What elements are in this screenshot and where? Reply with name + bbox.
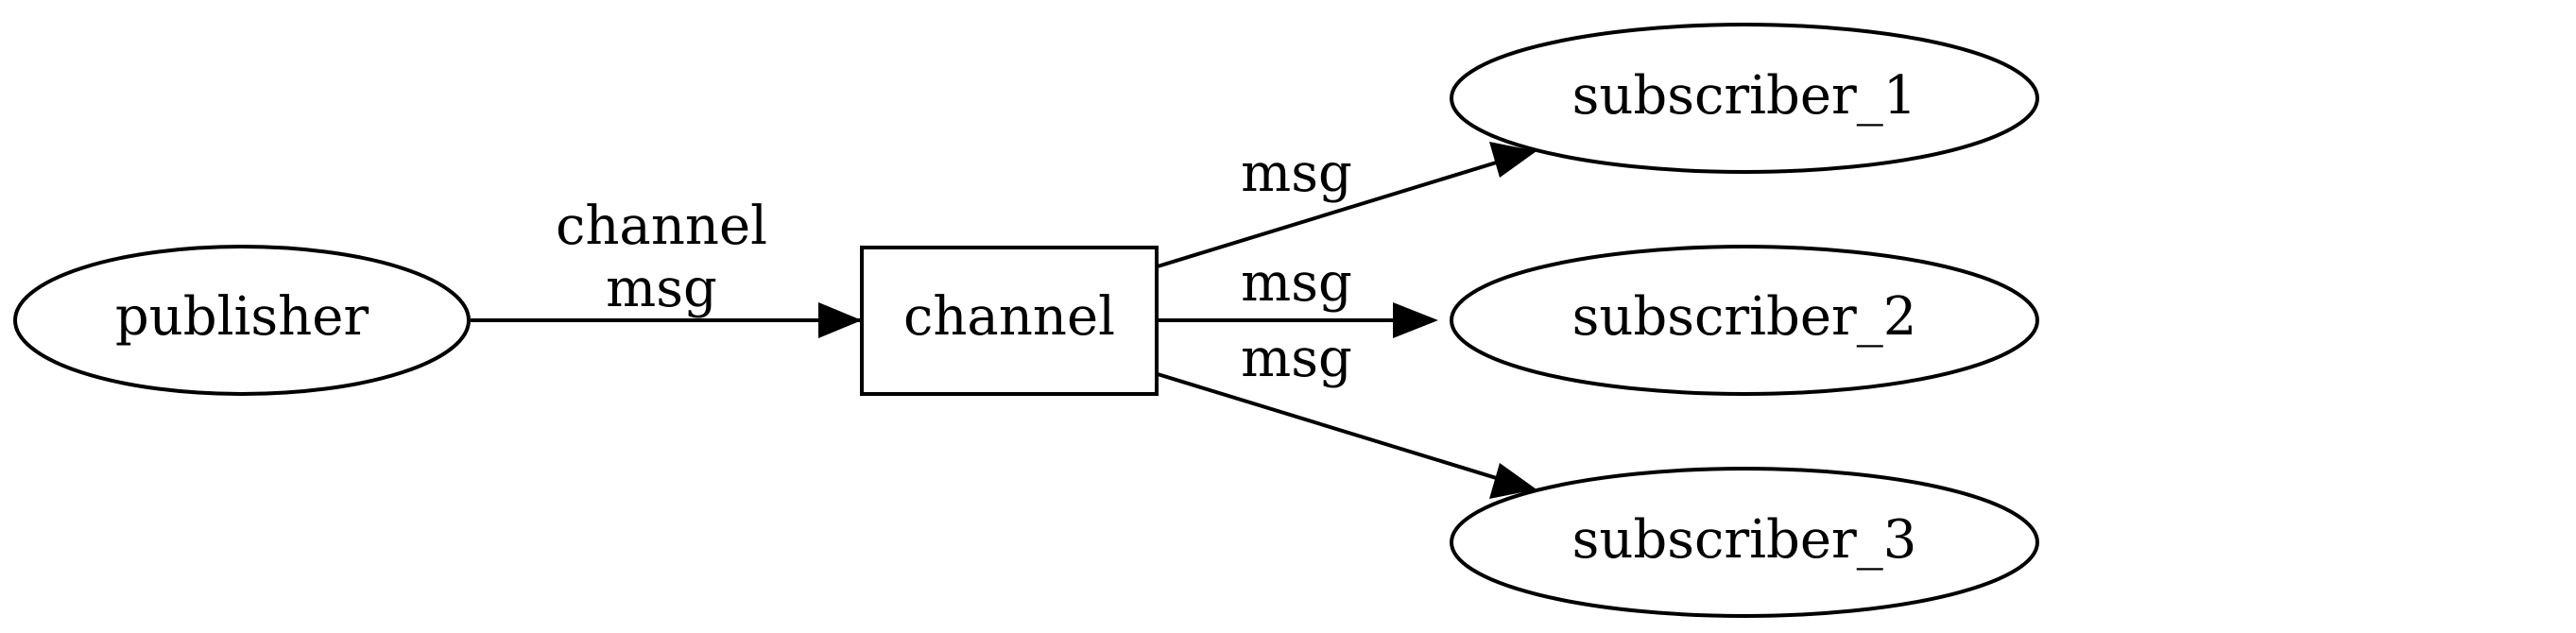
- edge-channel-subscriber-3: msg: [1157, 328, 1537, 499]
- edge-publisher-channel: channel msg: [471, 196, 862, 338]
- node-label-subscriber-3: subscriber_3: [1572, 509, 1917, 571]
- node-subscriber-2: subscriber_2: [1450, 245, 2039, 396]
- node-subscriber-3: subscriber_3: [1450, 467, 2039, 618]
- node-label-publisher: publisher: [115, 286, 369, 348]
- edge-label-msg: msg: [606, 258, 717, 319]
- node-label-channel: channel: [903, 286, 1115, 348]
- node-subscriber-1: subscriber_1: [1450, 23, 2039, 174]
- node-publisher: publisher: [13, 245, 471, 396]
- node-label-subscriber-1: subscriber_1: [1572, 65, 1917, 127]
- edge-label-msg: msg: [1241, 143, 1352, 204]
- edge-label-msg: msg: [1241, 328, 1352, 389]
- edge-channel-subscriber-2: msg: [1158, 252, 1438, 338]
- node-channel: channel: [860, 246, 1159, 396]
- edge-channel-subscriber-1: msg: [1157, 142, 1537, 268]
- node-label-subscriber-2: subscriber_2: [1572, 286, 1917, 348]
- edge-label-channel: channel: [556, 196, 767, 257]
- edge-label-msg: msg: [1241, 252, 1352, 314]
